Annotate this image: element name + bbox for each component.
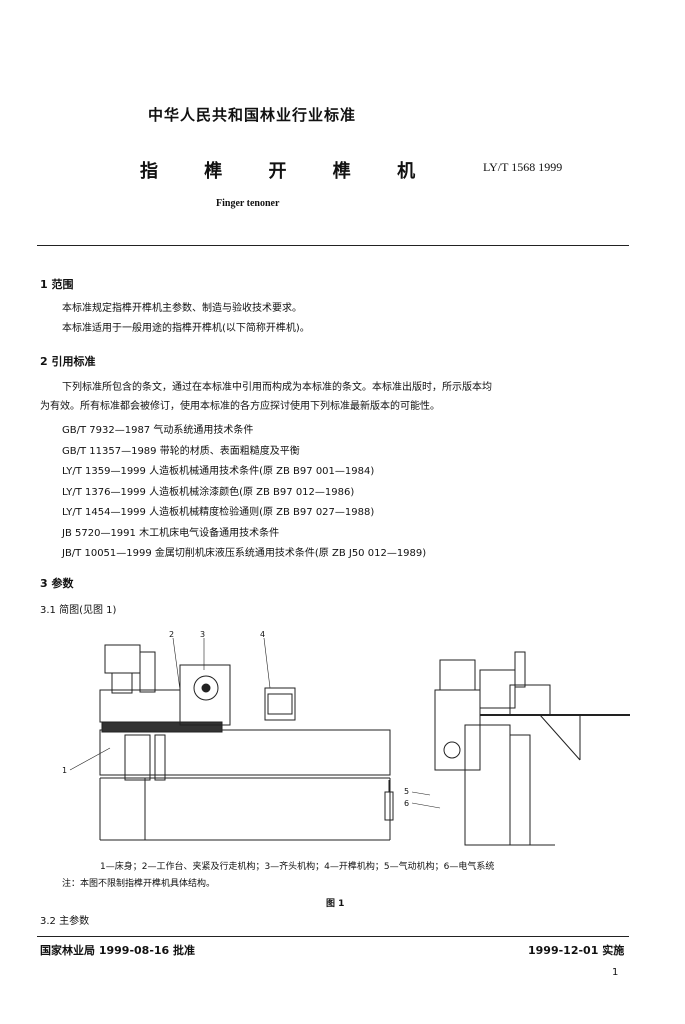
section-2-intro-line-2: 为有效。所有标准都会被修订，使用本标准的各方应探讨使用下列标准最新版本的可能性。 bbox=[40, 401, 440, 412]
side-view-body bbox=[434, 689, 481, 771]
footer-divider bbox=[37, 936, 629, 937]
figure-label: 5 bbox=[404, 787, 409, 796]
english-title: Finger tenoner bbox=[216, 198, 280, 209]
standard-number: LY/T 1568 1999 bbox=[483, 160, 563, 174]
figure-legend: 1—床身；2—工作台、夹紧及行走机构；3—齐头机构；4—开榫机构；5—气动机构；… bbox=[100, 862, 495, 872]
reference-item: JB/T 10051—1999 金属切削机床液压系统通用技术条件(原 ZB J5… bbox=[62, 548, 427, 559]
document-title: 指 榫 开 榫 机 bbox=[140, 161, 416, 182]
section-1-paragraph-1: 本标准规定指榫开榫机主参数、制造与验收技术要求。 bbox=[62, 303, 302, 314]
figure-label: 2 bbox=[169, 630, 174, 639]
section-1-heading: 1 范围 bbox=[40, 278, 74, 291]
figure-label: 4 bbox=[260, 630, 265, 639]
approval-date: 国家林业局 1999-08-16 批准 bbox=[40, 944, 196, 957]
figure-note: 注：本图不限制指榫开榫机具体结构。 bbox=[62, 879, 216, 889]
reference-item: LY/T 1359—1999 人造板机械通用技术条件(原 ZB B97 001—… bbox=[62, 466, 375, 477]
figure-label: 1 bbox=[62, 766, 67, 775]
figure-label: 6 bbox=[404, 799, 409, 808]
side-view-column bbox=[464, 724, 511, 846]
reference-item: GB/T 11357—1989 带轮的材质、表面粗糙度及平衡 bbox=[62, 446, 300, 457]
pneumatic-mechanism bbox=[384, 791, 394, 821]
reference-item: GB/T 7932—1987 气动系统通用技术条件 bbox=[62, 425, 254, 436]
header-divider bbox=[37, 245, 629, 246]
reference-item: JB 5720—1991 木工机床电气设备通用技术条件 bbox=[62, 528, 280, 539]
figure-caption: 图 1 bbox=[326, 899, 345, 909]
reference-item: LY/T 1376—1999 人造板机械涂漆颜色(原 ZB B97 012—19… bbox=[62, 487, 355, 498]
figure-1-machine-drawing: 1 2 3 4 5 6 bbox=[62, 630, 630, 846]
subsection-3-2-heading: 3.2 主参数 bbox=[40, 916, 90, 927]
page-number: 1 bbox=[612, 967, 619, 978]
section-1-paragraph-2: 本标准适用于一般用途的指榫开榫机(以下简称开榫机)。 bbox=[62, 323, 310, 334]
tenoning-mechanism bbox=[264, 687, 296, 721]
issuing-organization: 中华人民共和国林业行业标准 bbox=[148, 106, 357, 124]
worktable bbox=[101, 721, 223, 733]
section-2-heading: 2 引用标准 bbox=[40, 355, 96, 368]
trimming-mechanism bbox=[179, 664, 231, 726]
bed-front-view bbox=[99, 729, 391, 776]
section-2-intro-line-1: 下列标准所包含的条文，通过在本标准中引用而构成为本标准的条文。本标准出版时，所示… bbox=[62, 382, 492, 393]
section-3-heading: 3 参数 bbox=[40, 577, 74, 590]
implementation-date: 1999-12-01 实施 bbox=[528, 944, 625, 957]
figure-label: 3 bbox=[200, 630, 205, 639]
subsection-3-1-heading: 3.1 简图(见图 1) bbox=[40, 605, 117, 616]
reference-item: LY/T 1454—1999 人造板机械精度检验通则(原 ZB B97 027—… bbox=[62, 507, 375, 518]
